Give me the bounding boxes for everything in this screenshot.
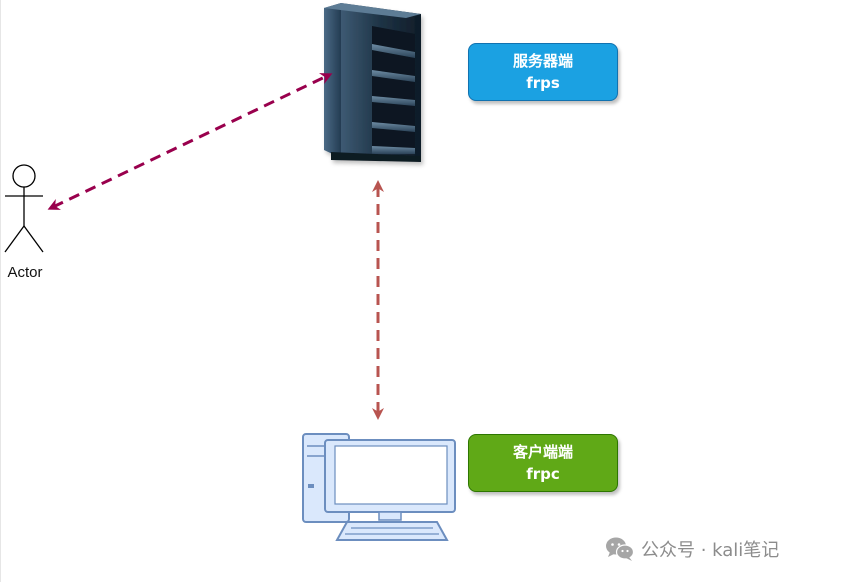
actor-figure-icon [4,164,44,253]
client-label-box: 客户端端 frpc [468,434,618,492]
watermark-text: 公众号 · kali笔记 [641,540,780,561]
client-subtitle: frpc [526,465,560,483]
watermark: 公众号 · kali笔记 [605,535,779,563]
actor-label: Actor [7,264,43,281]
client-title: 客户端端 [512,443,573,461]
actor-server-connector [47,73,333,210]
desktop-computer-icon [302,433,456,541]
server-rack-icon [324,3,421,162]
server-label-box: 服务器端 frps [468,43,618,101]
wechat-icon [606,537,635,561]
server-title: 服务器端 [512,52,573,70]
server-subtitle: frps [526,74,560,92]
